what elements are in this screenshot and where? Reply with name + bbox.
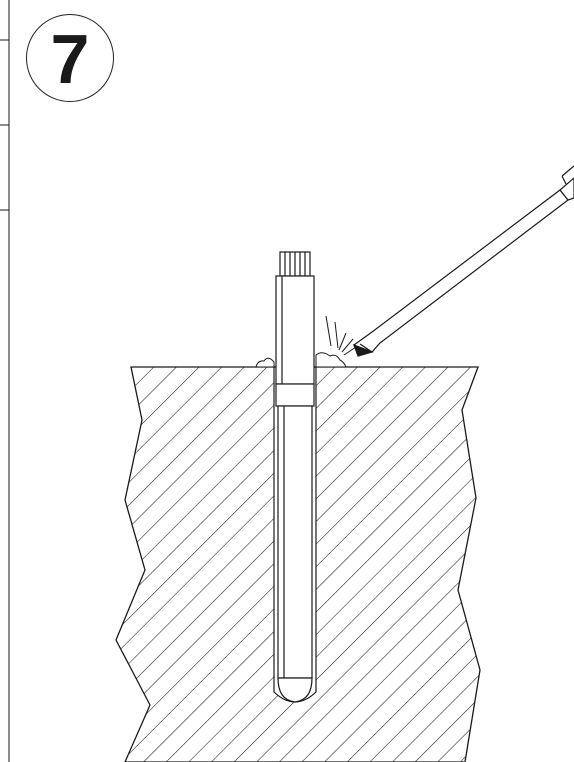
step-number-badge: 7 — [26, 14, 114, 102]
action-lines — [325, 315, 357, 356]
drill-dust — [255, 352, 347, 368]
page-edge-marks — [0, 0, 10, 762]
marker-pen-icon — [352, 165, 574, 357]
anchor-bolt-icon — [275, 251, 315, 703]
step-number: 7 — [50, 20, 90, 98]
